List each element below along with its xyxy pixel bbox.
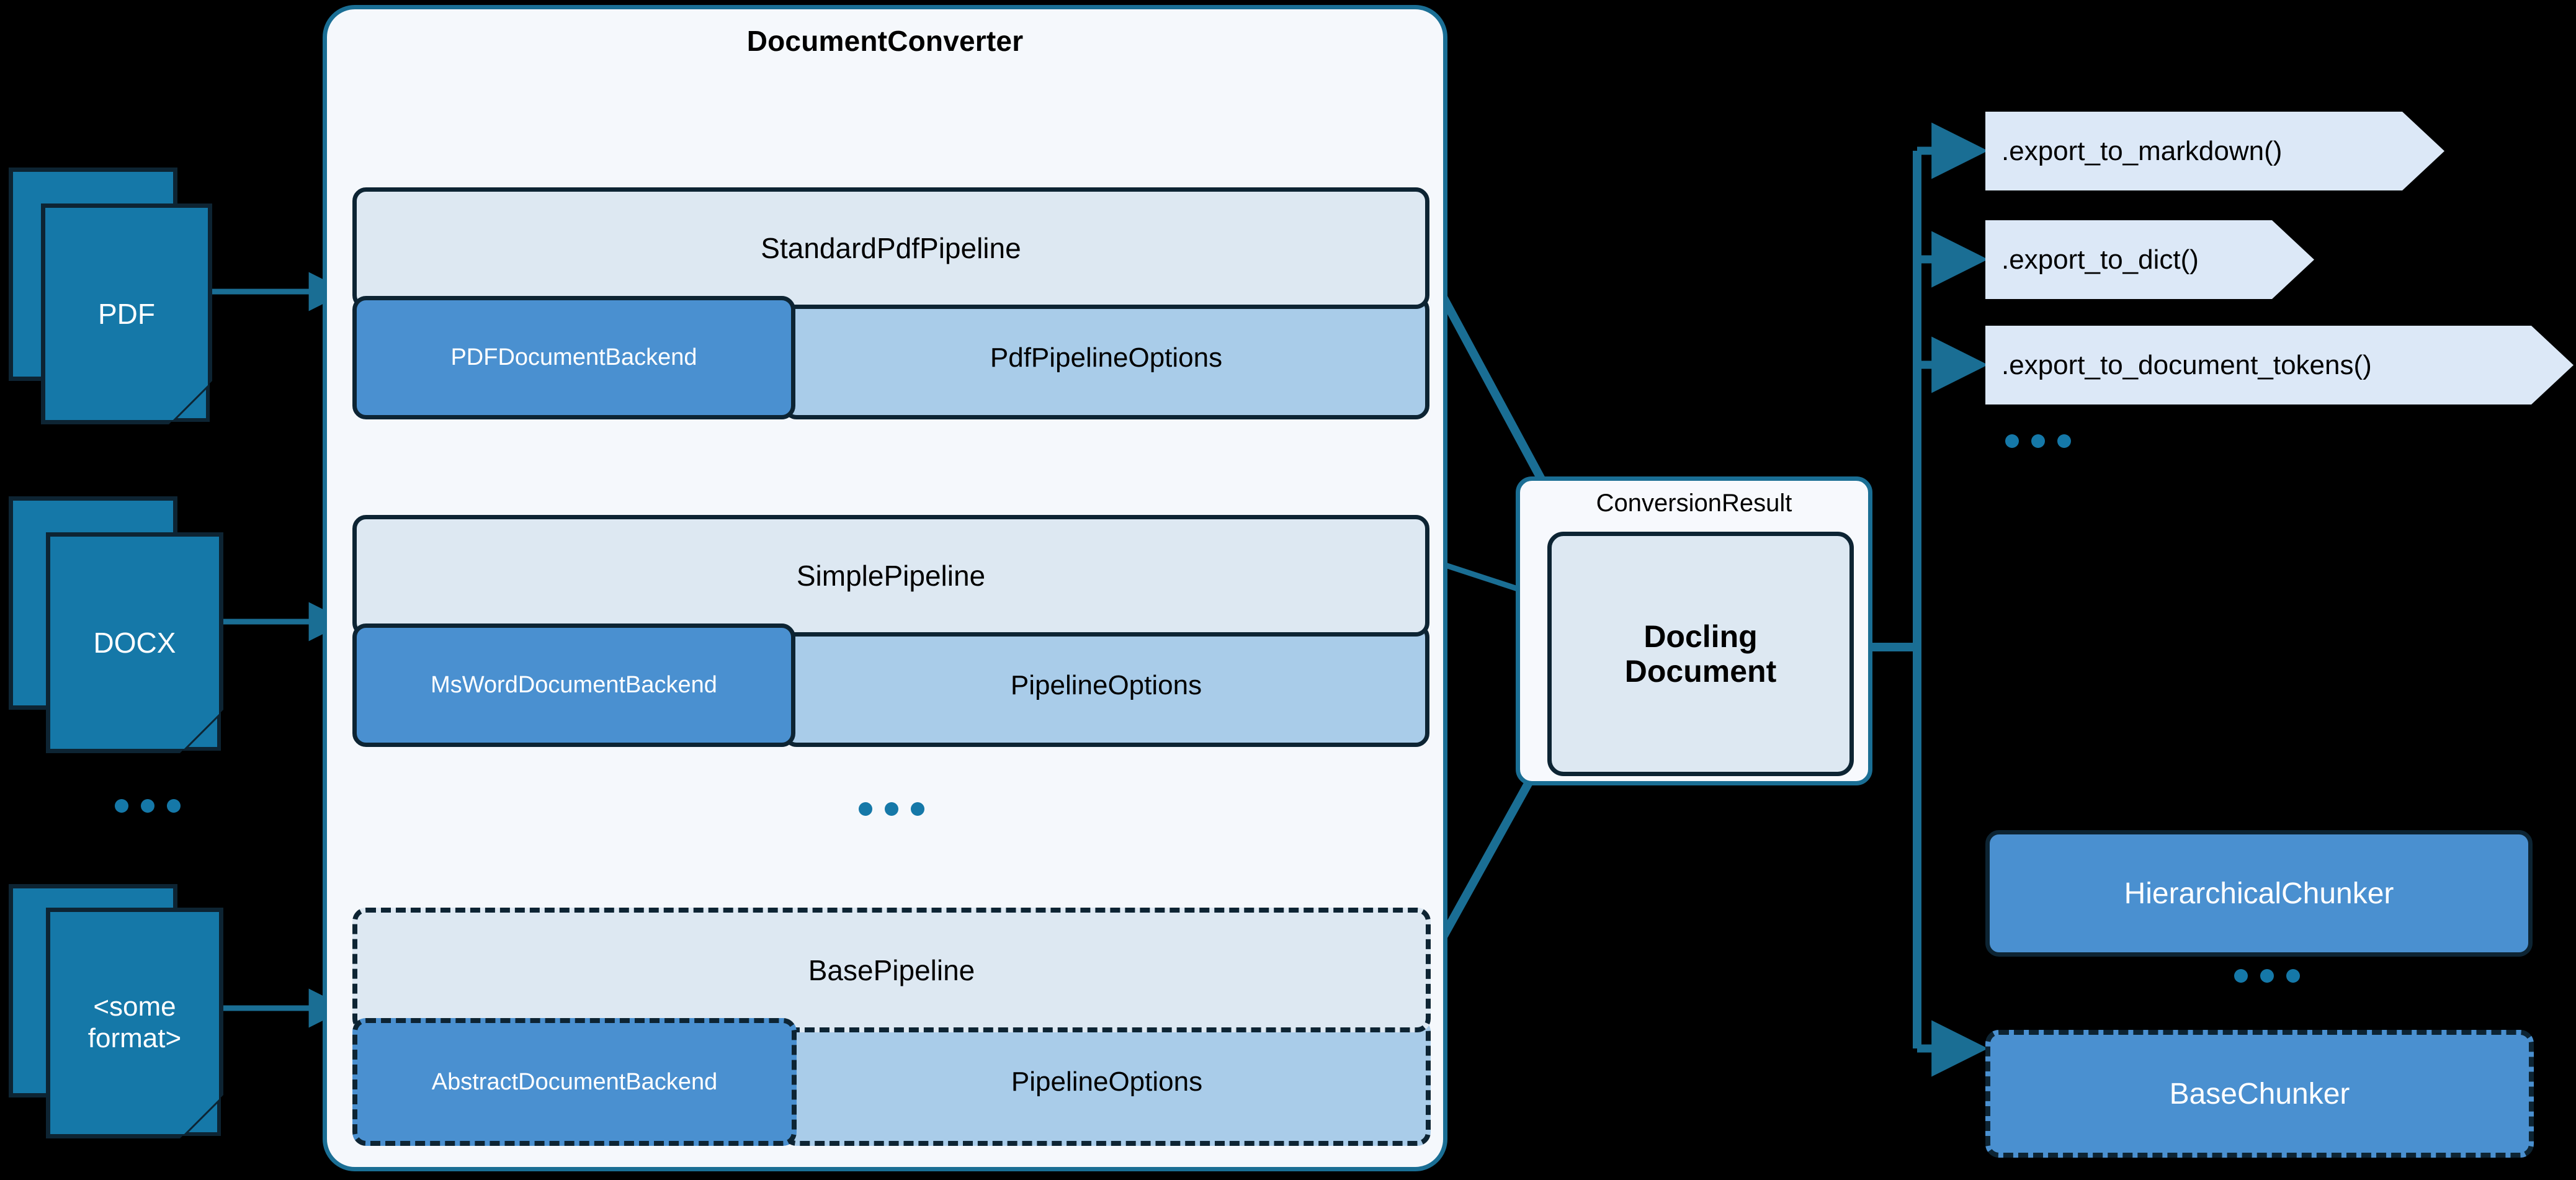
docling-document-line1: Docling [1644, 619, 1758, 654]
chunker-base[interactable]: BaseChunker [1985, 1030, 2534, 1158]
input-doc-label: DOCX [93, 626, 176, 659]
docling-document-label: Docling Document [1625, 619, 1776, 689]
export-tag-dict[interactable]: .export_to_dict() [1985, 220, 2314, 299]
doc-front-sheet: <some format> [46, 908, 223, 1138]
page-fold-icon [180, 710, 223, 753]
backend-msworddocumentbackend[interactable]: MsWordDocumentBackend [352, 624, 795, 747]
pipeline-header-standardpdfpipeline[interactable]: StandardPdfPipeline [352, 187, 1429, 309]
docling-document-line2: Document [1624, 654, 1777, 689]
conversion-result-container[interactable]: ConversionResult Docling Document [1516, 476, 1872, 785]
options-pipelineoptions[interactable]: PipelineOptions [783, 624, 1429, 747]
pipeline-header-simplepipeline[interactable]: SimplePipeline [352, 515, 1429, 637]
converter-ellipsis [859, 802, 924, 816]
input-doc-label: PDF [98, 297, 155, 330]
docling-document-box[interactable]: Docling Document [1547, 532, 1854, 776]
chunkers-ellipsis [2234, 969, 2300, 983]
page-fold-icon [169, 381, 212, 424]
input-doc-label-line2: format> [87, 1023, 182, 1053]
pipeline-header-basepipeline[interactable]: BasePipeline [352, 908, 1431, 1032]
pipeline-group-simple[interactable]: SimplePipeline MsWordDocumentBackend Pip… [352, 515, 1429, 747]
input-doc-label: <some format> [82, 991, 187, 1054]
doc-front-sheet: PDF [41, 203, 212, 424]
page-fold-icon [180, 1095, 223, 1138]
pipeline-group-base[interactable]: BasePipeline AbstractDocumentBackend Pip… [352, 908, 1431, 1146]
input-doc-docx[interactable]: DOCX [9, 496, 223, 753]
options-pipelineoptions-base[interactable]: PipelineOptions [783, 1018, 1431, 1146]
export-tag-markdown[interactable]: .export_to_markdown() [1985, 112, 2444, 190]
chunker-hierarchical[interactable]: HierarchicalChunker [1985, 830, 2533, 957]
input-doc-label-line1: <some [93, 991, 176, 1022]
page-title: DocumentConverter [746, 25, 1024, 57]
backend-pdfdocumentbackend[interactable]: PDFDocumentBackend [352, 296, 795, 419]
result-output-trunk [1872, 151, 1921, 1048]
input-arrows [205, 272, 348, 1028]
export-tag-document-tokens[interactable]: .export_to_document_tokens() [1985, 326, 2574, 405]
backend-abstractdocumentbackend[interactable]: AbstractDocumentBackend [352, 1018, 797, 1146]
input-ellipsis [115, 799, 181, 813]
input-doc-pdf[interactable]: PDF [9, 168, 212, 424]
exports-ellipsis [2005, 434, 2071, 448]
input-doc-some-format[interactable]: <some format> [9, 884, 223, 1145]
export-branch-arrows [1917, 122, 1988, 1077]
doc-front-sheet: DOCX [46, 532, 223, 753]
pipeline-group-standard-pdf[interactable]: StandardPdfPipeline PDFDocumentBackend P… [352, 187, 1429, 419]
conversion-result-label: ConversionResult [1596, 489, 1792, 517]
options-pdfpipelineoptions[interactable]: PdfPipelineOptions [783, 296, 1429, 419]
